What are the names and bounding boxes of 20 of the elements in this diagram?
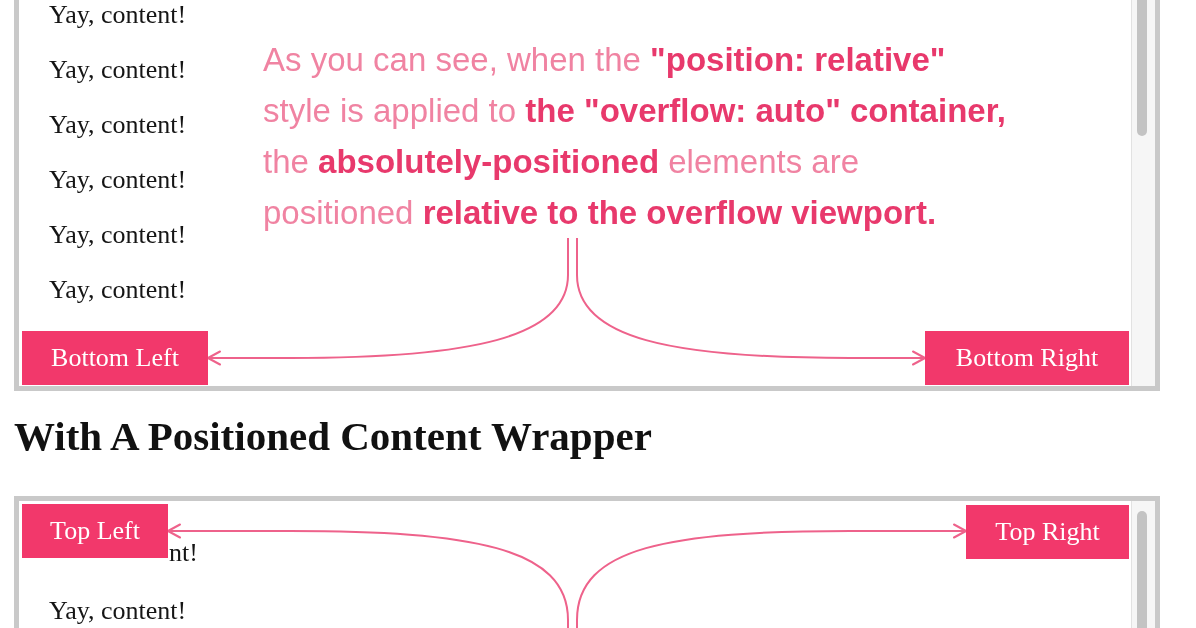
arrow [207, 237, 569, 366]
content-text: Yay, content! [49, 598, 187, 624]
content-text: Yay, content! [49, 2, 187, 28]
content-text: Yay, content! [49, 112, 187, 138]
corner-label: Top Left [22, 504, 168, 558]
section-heading: With A Positioned Content Wrapper [14, 416, 652, 457]
corner-label: Bottom Right [925, 331, 1129, 385]
corner-label: Bottom Left [22, 331, 208, 385]
annotation-text: As you can see, when the "position: relative" style is applied to the "overflow: auto" container, the absolutely-positioned elements are positioned relative to the overflow viewport. [263, 34, 1015, 238]
arrow [576, 237, 926, 366]
scroll-container [14, 496, 1160, 628]
content-text: Yay, content! [49, 167, 187, 193]
content-text: Yay, content! [49, 277, 187, 303]
arrow [576, 523, 967, 628]
corner-label: Top Right [966, 505, 1129, 559]
scroll-container [14, 0, 1160, 391]
content-text: Yay, content! [49, 222, 187, 248]
content-text: Yay, content! [49, 57, 187, 83]
arrow [167, 523, 569, 628]
content-text: nt! [169, 540, 198, 566]
